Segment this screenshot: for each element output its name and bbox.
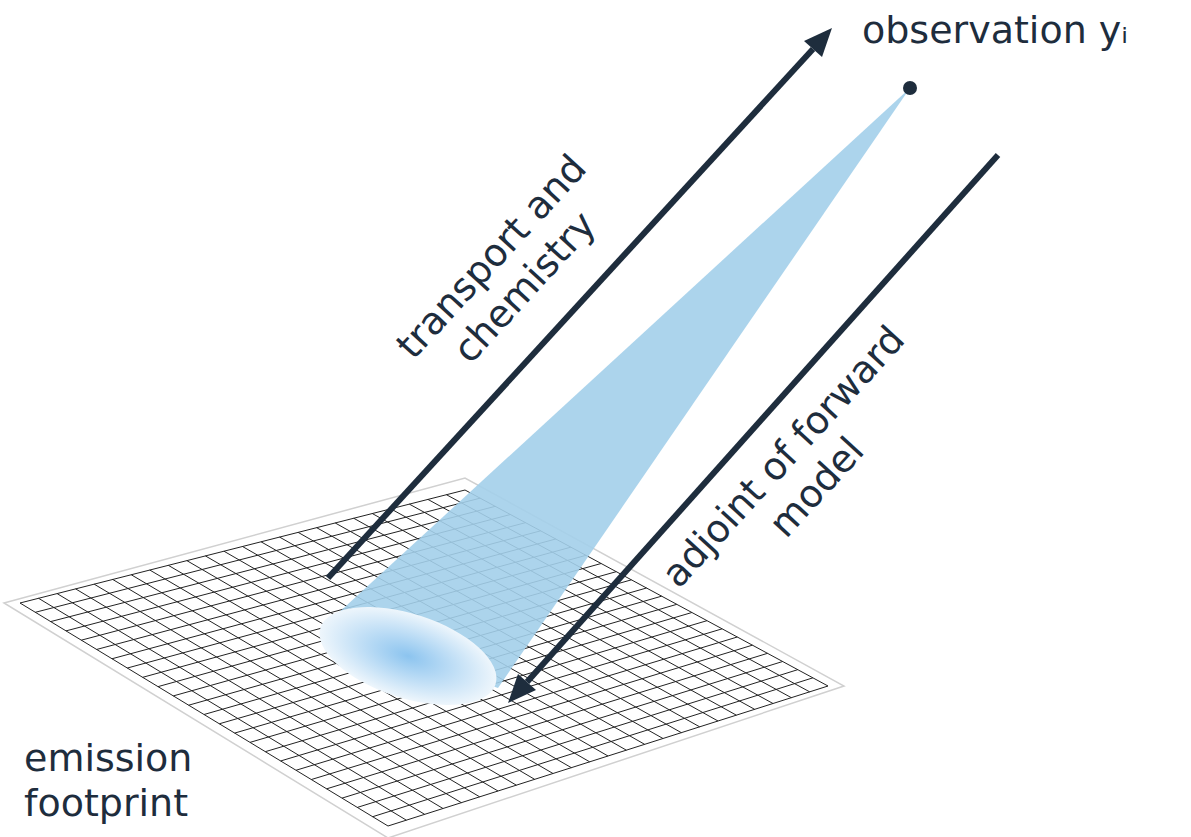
- grid-line: [388, 686, 828, 826]
- footprint-ellipse: [308, 588, 509, 725]
- observation-point: [903, 81, 917, 95]
- grid-label: emission footprint: [24, 736, 264, 826]
- observation-label: observation yᵢ: [862, 8, 1128, 53]
- forward-arrowhead: [804, 28, 832, 57]
- adjoint-arrowhead: [508, 674, 536, 703]
